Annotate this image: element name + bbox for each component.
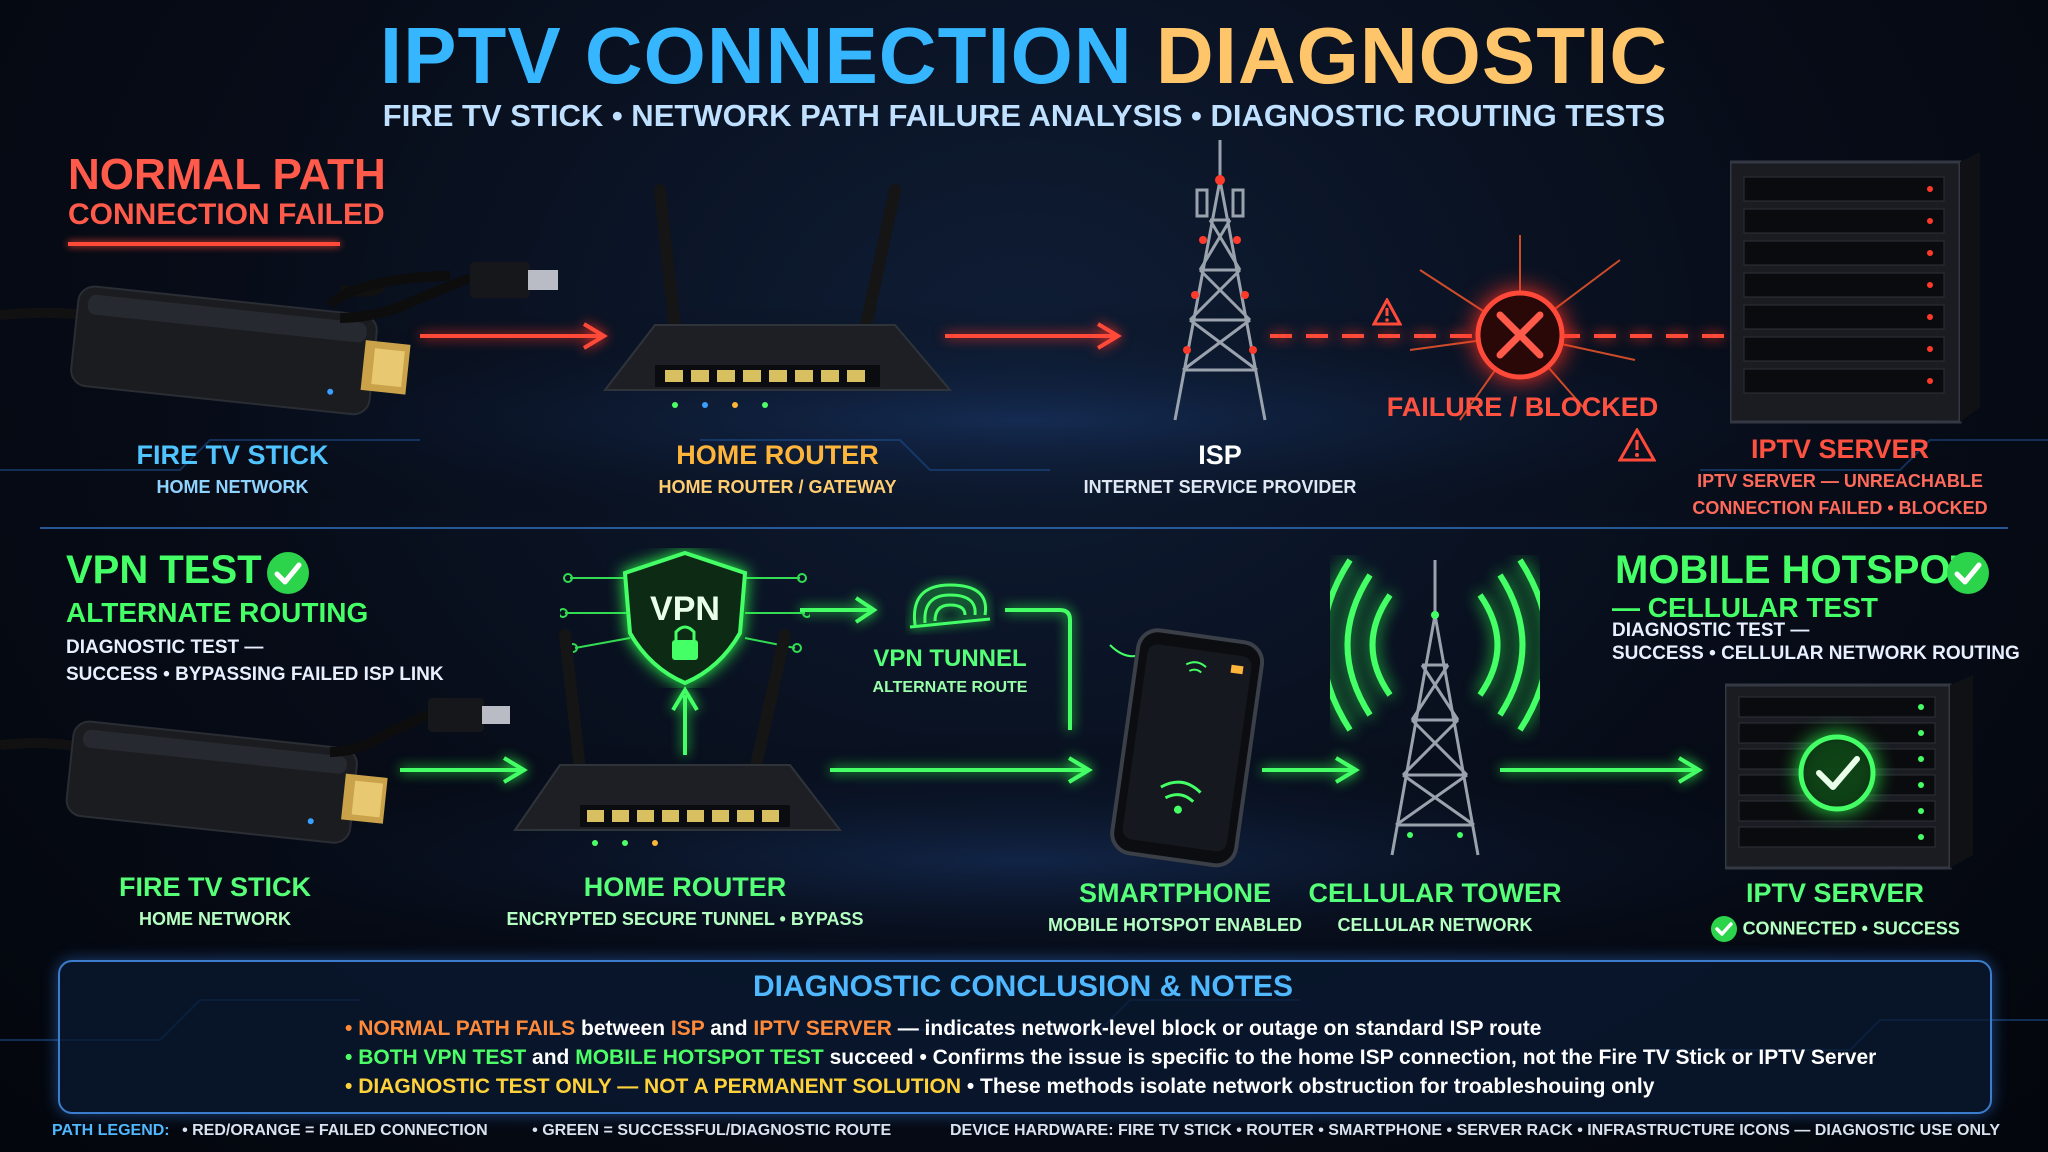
node-sub: HOME NETWORK	[156, 477, 309, 497]
warning-icon	[1372, 298, 1402, 326]
node-sub: INTERNET SERVICE PROVIDER	[1083, 477, 1357, 497]
title-part-2: DIAGNOSTIC	[1155, 11, 1669, 100]
smartphone-icon	[1110, 628, 1265, 868]
node-name: CELLULAR TOWER	[1308, 878, 1562, 908]
conclusion-title: DIAGNOSTIC CONCLUSION & NOTES	[752, 970, 1293, 1003]
normal-path-underline	[68, 242, 340, 246]
vpn-tunnel-name: VPN TUNNEL	[873, 645, 1027, 672]
note-2-b: and	[526, 1046, 576, 1069]
router-icon-2	[513, 629, 843, 846]
fire-tv-stick-icon	[0, 270, 450, 416]
vpn-test-detail-1: DIAGNOSTIC TEST —	[66, 637, 264, 658]
warning-icon-2	[1618, 428, 1656, 462]
node-sub: CELLULAR NETWORK	[1337, 915, 1533, 935]
note-2-a: BOTH VPN TEST	[358, 1046, 527, 1069]
vpn-test-subheading: ALTERNATE ROUTING	[66, 597, 369, 628]
vpn-shield-icon: VPN	[560, 550, 810, 686]
node-home-router-1: HOME ROUTER HOME ROUTER / GATEWAY	[620, 440, 935, 498]
node-fire-tv-stick-2: FIRE TV STICK HOME NETWORK	[85, 872, 345, 930]
note-2-d: succeed • Confirms the issue is specific…	[823, 1046, 1877, 1069]
node-name: FIRE TV STICK	[136, 440, 329, 470]
note-1-e: IPTV SERVER	[753, 1017, 892, 1040]
page-subtitle: FIRE TV STICK • NETWORK PATH FAILURE ANA…	[382, 98, 1666, 133]
server-rack-icon	[1730, 152, 1980, 424]
path-legend: PATH LEGEND: • RED/ORANGE = FAILED CONNE…	[52, 1122, 891, 1140]
vpn-tunnel-icon	[909, 583, 991, 629]
legend-red: • RED/ORANGE = FAILED CONNECTION	[182, 1122, 488, 1139]
diagnostic-route-connectors	[400, 596, 1703, 784]
note-line-2: • BOTH VPN TEST and MOBILE HOTSPOT TEST …	[345, 1046, 1877, 1069]
node-sub: ENCRYPTED SECURE TUNNEL • BYPASS	[506, 909, 864, 929]
node-name: IPTV SERVER	[1745, 878, 1925, 908]
check-icon	[267, 552, 309, 594]
failure-label: FAILURE / BLOCKED	[1386, 392, 1659, 422]
note-1-c: ISP	[670, 1017, 705, 1040]
node-sub: HOME NETWORK	[139, 909, 291, 929]
check-icon-3	[1711, 916, 1738, 942]
vpn-test-heading: VPN TEST	[66, 548, 262, 592]
node-sub-2: CONNECTION FAILED • BLOCKED	[1692, 498, 1988, 518]
usb-cable-icon-2	[329, 698, 510, 757]
hotspot-heading: MOBILE HOTSPOT	[1615, 548, 1975, 592]
node-smartphone: SMARTPHONE MOBILE HOTSPOT ENABLED	[1040, 878, 1310, 936]
fire-tv-stick-icon-2	[0, 720, 388, 844]
node-sub: HOME ROUTER / GATEWAY	[658, 477, 897, 497]
vpn-test-detail-2: SUCCESS • BYPASSING FAILED ISP LINK	[66, 664, 444, 685]
page-title: IPTV CONNECTION DIAGNOSTIC	[0, 10, 2048, 102]
node-name: HOME ROUTER	[676, 440, 879, 470]
note-1-f: — indicates network-level block or outag…	[891, 1017, 1542, 1040]
note-3-b: • These methods isolate network obstruct…	[961, 1075, 1655, 1098]
vpn-badge: VPN	[650, 590, 720, 628]
note-line-1: • NORMAL PATH FAILS between ISP and IPTV…	[345, 1017, 1542, 1040]
cell-tower-icon	[1173, 140, 1267, 421]
node-name: FIRE TV STICK	[118, 872, 311, 902]
server-rack-icon-2	[1725, 675, 1973, 870]
hardware-legend: DEVICE HARDWARE: FIRE TV STICK • ROUTER …	[949, 1122, 2000, 1139]
node-sub: MOBILE HOTSPOT ENABLED	[1047, 915, 1302, 935]
normal-path-subheading: CONNECTION FAILED	[68, 198, 385, 231]
vpn-tunnel-label: VPN TUNNEL ALTERNATE ROUTE	[860, 645, 1040, 697]
cellular-tower-icon	[1330, 558, 1540, 856]
node-isp: ISP INTERNET SERVICE PROVIDER	[1060, 440, 1380, 498]
normal-path-heading: NORMAL PATH	[68, 150, 386, 199]
router-icon	[602, 184, 953, 408]
hotspot-detail-1: DIAGNOSTIC TEST —	[1612, 620, 1810, 641]
node-name: ISP	[1198, 440, 1242, 470]
usb-cable-icon	[339, 262, 558, 323]
node-name: HOME ROUTER	[583, 872, 787, 902]
node-iptv-server-1: IPTV SERVER IPTV SERVER — UNREACHABLE CO…	[1680, 434, 2000, 519]
node-name: SMARTPHONE	[1078, 878, 1271, 908]
check-icon-2	[1947, 552, 1989, 594]
node-iptv-server-2: IPTV SERVER CONNECTED • SUCCESS	[1690, 878, 1980, 943]
note-line-3: • DIAGNOSTIC TEST ONLY — NOT A PERMANENT…	[345, 1075, 1655, 1098]
legend-green: • GREEN = SUCCESSFUL/DIAGNOSTIC ROUTE	[532, 1122, 892, 1139]
node-fire-tv-stick-1: FIRE TV STICK HOME NETWORK	[100, 440, 365, 498]
node-sub-row: CONNECTED • SUCCESS	[1690, 915, 1980, 943]
note-3-a: DIAGNOSTIC TEST ONLY — NOT A PERMANENT S…	[358, 1075, 961, 1098]
vpn-tunnel-sub: ALTERNATE ROUTE	[872, 679, 1028, 696]
node-sub: IPTV SERVER — UNREACHABLE	[1697, 471, 1983, 491]
failure-x-icon	[1409, 235, 1636, 421]
node-name: IPTV SERVER	[1750, 434, 1930, 464]
hotspot-subheading: — CELLULAR TEST	[1612, 592, 1878, 623]
node-sub: CONNECTED • SUCCESS	[1742, 918, 1960, 939]
conclusion-panel	[58, 960, 1992, 1114]
node-cellular-tower: CELLULAR TOWER CELLULAR NETWORK	[1305, 878, 1565, 936]
hotspot-detail-2: SUCCESS • CELLULAR NETWORK ROUTING	[1612, 643, 2020, 664]
note-1-b: between	[575, 1017, 671, 1040]
note-2-c: MOBILE HOTSPOT TEST	[575, 1046, 824, 1069]
note-1-d: and	[704, 1017, 754, 1040]
note-1-a: NORMAL PATH FAILS	[358, 1017, 576, 1040]
node-home-router-2: HOME ROUTER ENCRYPTED SECURE TUNNEL • BY…	[500, 872, 870, 930]
title-part-1: IPTV CONNECTION	[379, 11, 1156, 100]
legend-label: PATH LEGEND:	[52, 1122, 170, 1139]
